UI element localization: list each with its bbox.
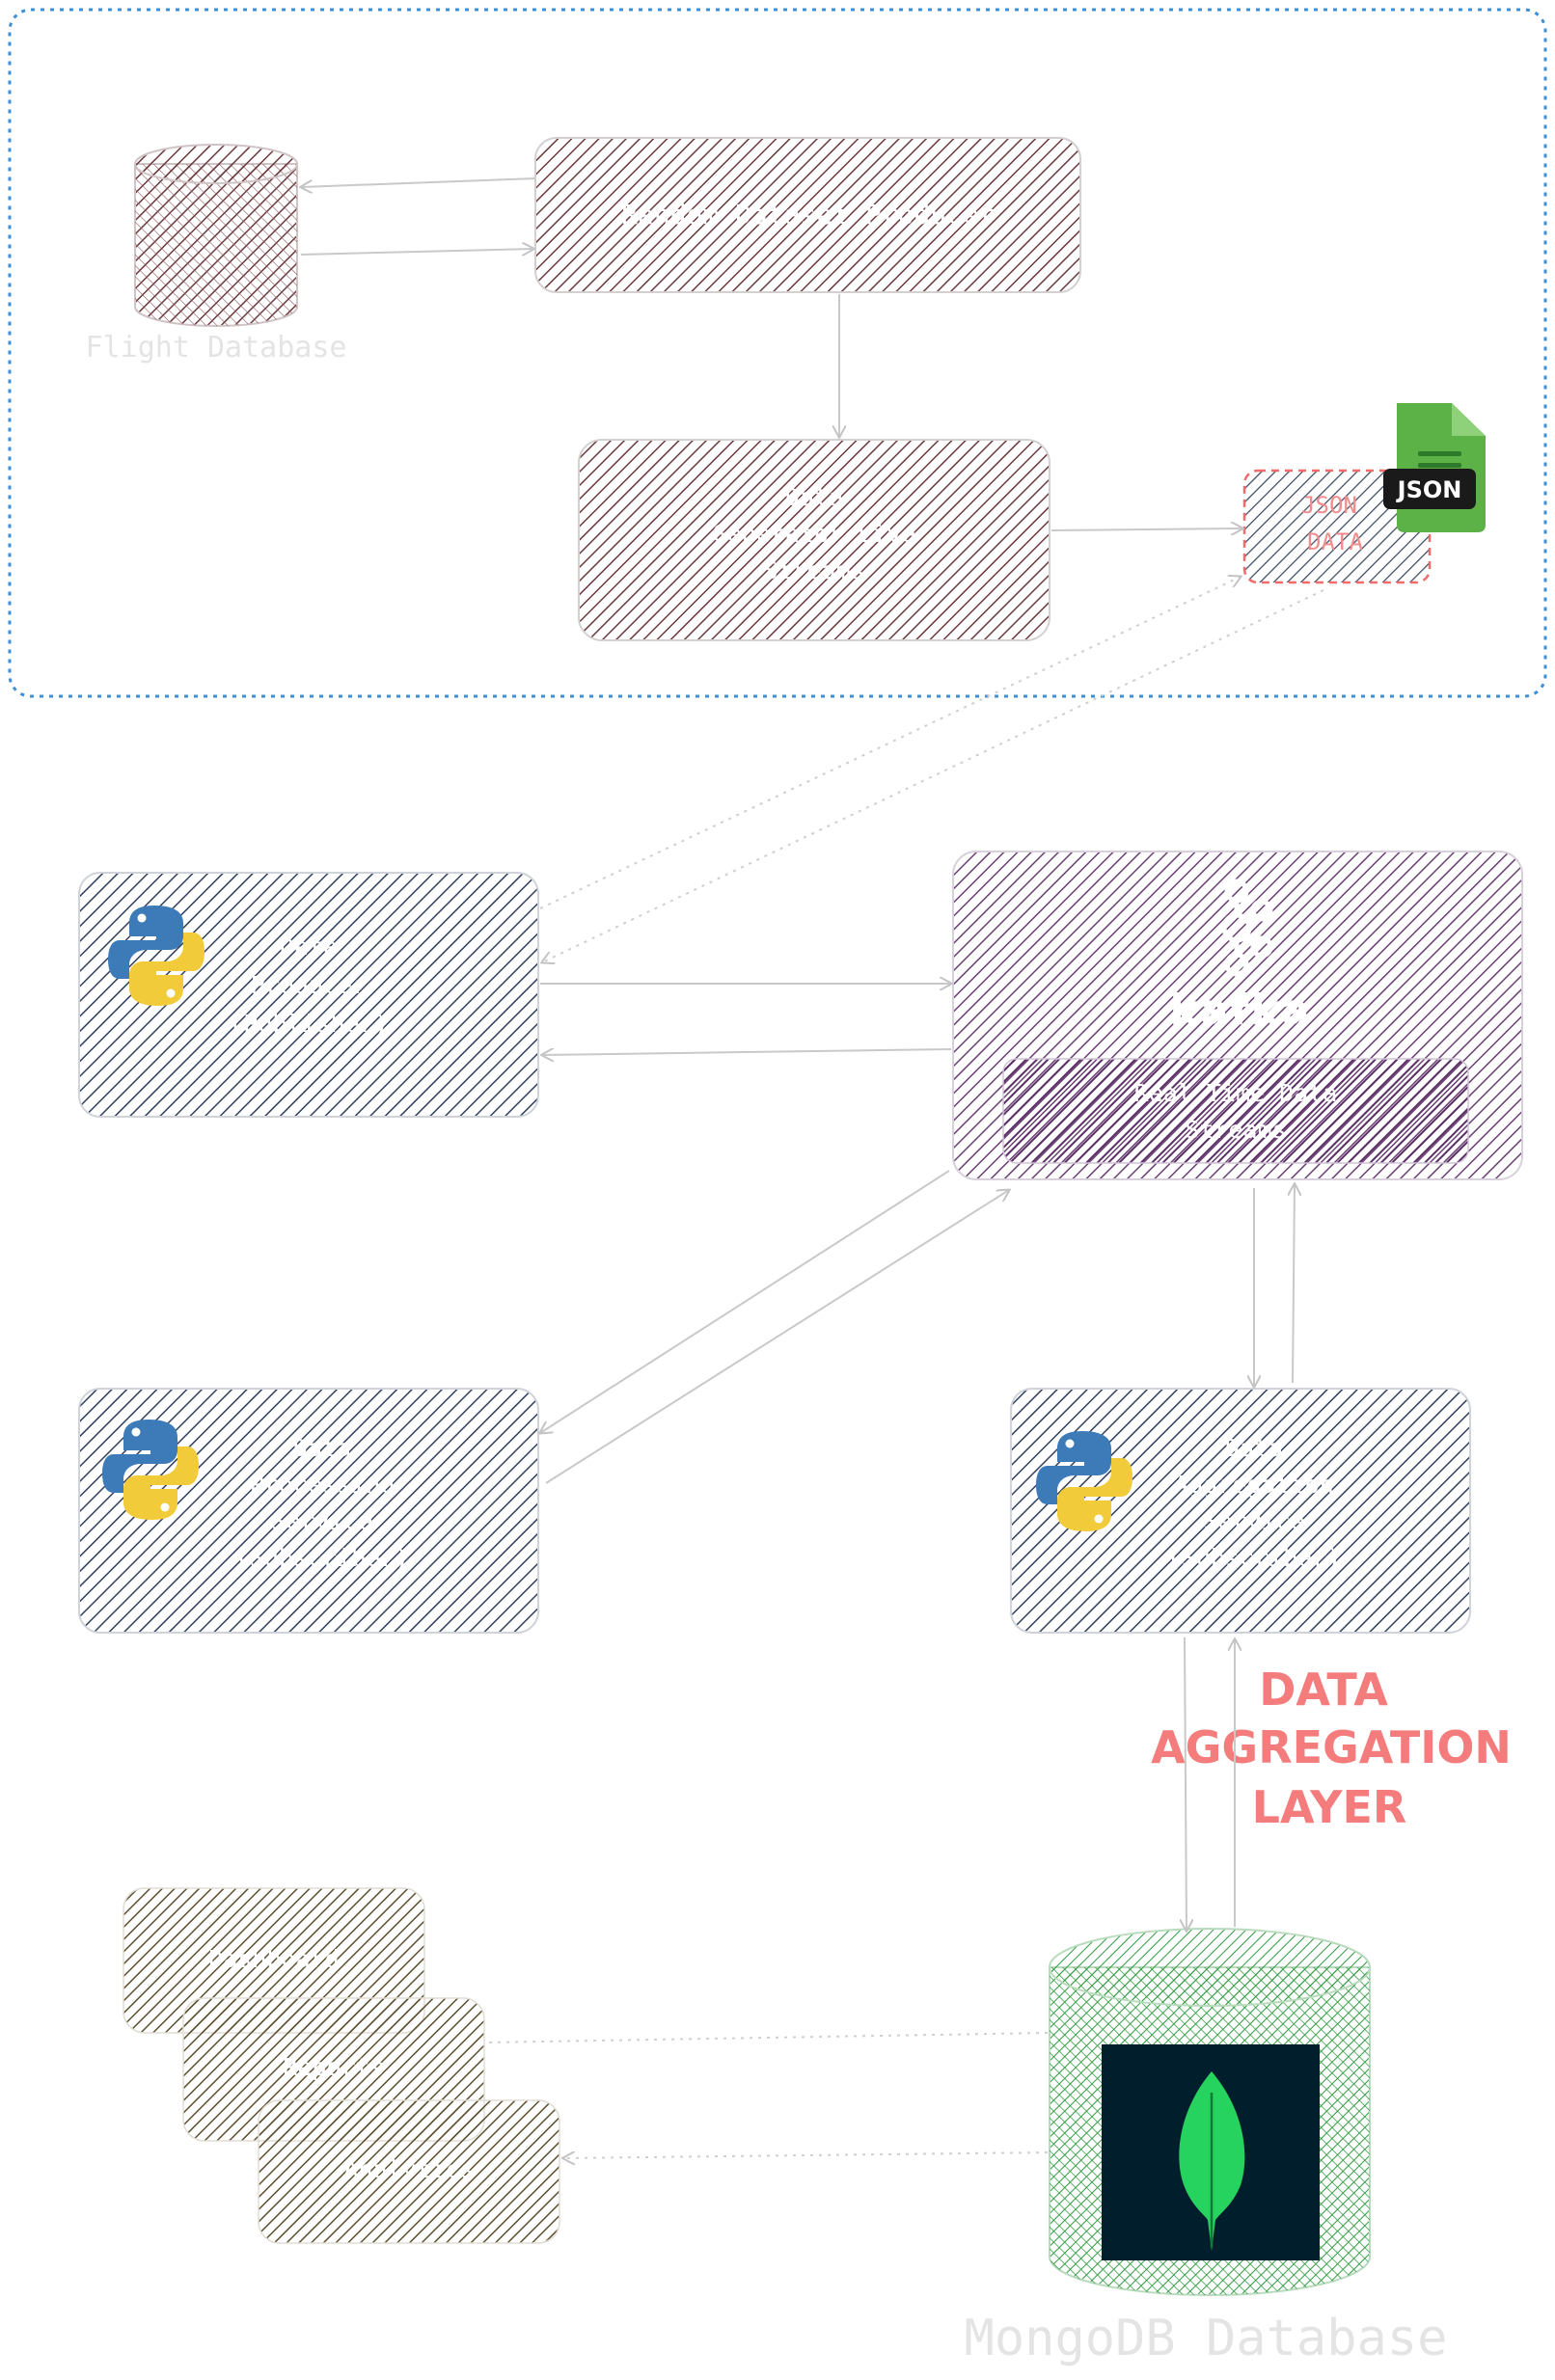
python-processing-line2: Processing: [250, 1471, 396, 1499]
kafka-streams-line1: Real Time Data: [1134, 1079, 1338, 1107]
stack-item1-label: Dashboard: [208, 1945, 339, 1973]
python-logo-icon: [1036, 1431, 1132, 1531]
python-processing-line3: Service: [271, 1507, 372, 1535]
python-processing-line4: (Subscriber): [235, 1544, 410, 1572]
python-processing-line1: Data: [293, 1434, 351, 1462]
mongodb-caption: MongoDB Database: [965, 2310, 1448, 2367]
ingestion-group-boundary: [8, 8, 1547, 698]
aggregation-layer-line2: AGGREGATION: [1151, 1721, 1512, 1773]
kafka-label: kafka: [1169, 986, 1311, 1035]
arrow-producer-to-db: [301, 177, 536, 187]
python-producer-line2: Producer: [251, 971, 367, 999]
stack-item3-label: Analytics: [343, 2155, 474, 2183]
python-aggregation-line3: Service: [1203, 1507, 1304, 1535]
flight-database-caption: Flight Database: [86, 331, 347, 365]
data-generator-line1: Data: [785, 483, 843, 511]
arrow-kafka-to-processing: [540, 1170, 950, 1433]
arrow-kafka-to-python: [542, 1049, 952, 1055]
json-data-line2: DATA: [1307, 528, 1363, 555]
python-aggregation-line2: Aggregation: [1174, 1471, 1334, 1499]
python-logo-icon: [108, 906, 205, 1006]
arrow-processing-to-kafka: [545, 1190, 1009, 1484]
aggregation-layer-line1: DATA: [1259, 1663, 1388, 1716]
arrow-generator-to-json: [1050, 528, 1242, 530]
arrow-aggregation-to-kafka: [1293, 1184, 1295, 1384]
kafka-streams-box: [1002, 1058, 1469, 1164]
arrow-mongodb-to-analytics: [563, 2152, 1049, 2158]
aggregation-layer-line3: LAYER: [1252, 1781, 1407, 1833]
python-producer-line3: (Publisher): [229, 1010, 389, 1038]
arrow-json-to-python: [542, 589, 1324, 962]
kafka-streams-line2: Streams: [1185, 1116, 1286, 1144]
arrow-db-to-producer: [300, 249, 533, 255]
mongodb-leaf-icon: [1102, 2044, 1320, 2260]
python-logo-icon: [102, 1420, 199, 1520]
json-file-icon-text: JSON: [1396, 476, 1462, 503]
python-producer-line1: Data: [280, 933, 338, 960]
arrow-mongodb-to-reports: [485, 2032, 1049, 2043]
flight-database-cylinder: [134, 144, 298, 327]
python-aggregation-box: [1010, 1388, 1471, 1634]
json-data-line1: JSON: [1301, 492, 1357, 519]
data-generator-line2: Generator Live: [713, 520, 916, 548]
data-generator-box: [578, 439, 1050, 641]
data-producer-box: [534, 137, 1081, 293]
arrow-aggregation-to-mongodb: [1185, 1636, 1187, 1931]
data-producer-label: Random Dataset Producer: [621, 199, 996, 230]
stack-card-front: [258, 2099, 560, 2244]
json-file-icon: JSON: [1383, 403, 1486, 532]
python-aggregation-line1: Data: [1225, 1434, 1283, 1462]
stack-item2-label: Reports: [283, 2053, 384, 2081]
kafka-logo-icon: [1221, 879, 1273, 977]
python-aggregation-line4: (Subscriber): [1167, 1544, 1342, 1572]
data-generator-line3: Streams: [763, 556, 864, 584]
